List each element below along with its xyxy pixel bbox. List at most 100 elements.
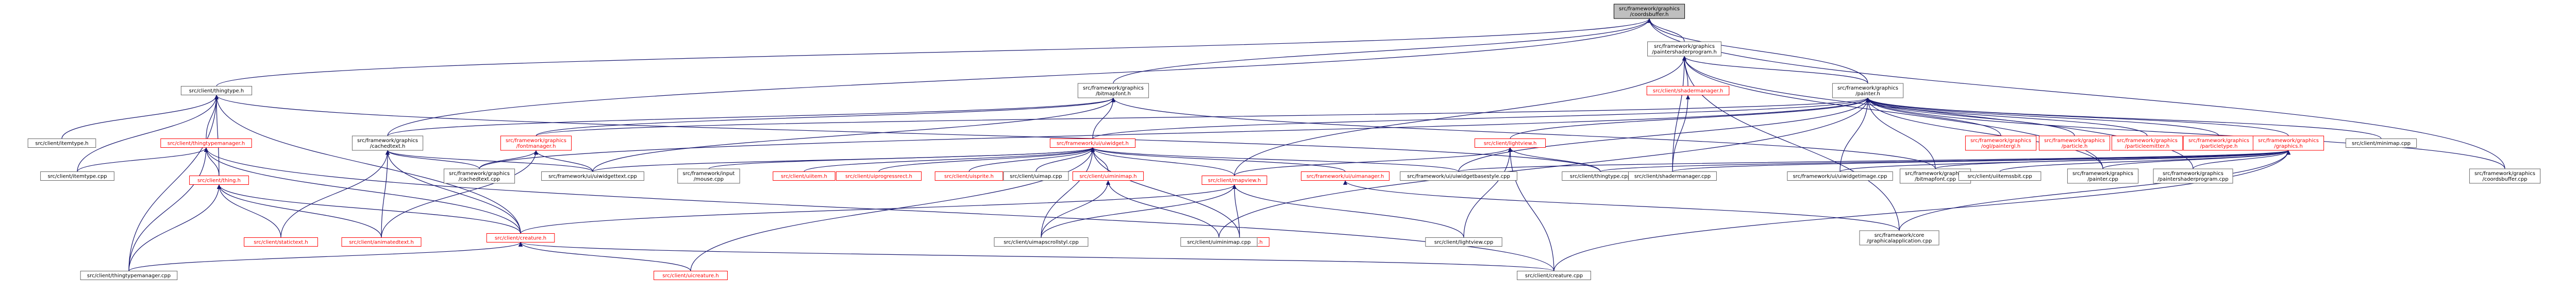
node-uiminimap-cpp[interactable]: src/client/uiminimap.cpp <box>1180 237 1258 247</box>
node-label: /coordsbuffer.cpp <box>2483 177 2528 182</box>
node-label: /particle.h <box>2062 144 2088 149</box>
node-label: src/framework/graphics <box>449 171 510 177</box>
node-box <box>1301 171 1390 181</box>
node-box <box>934 171 1003 181</box>
node-painterprog[interactable]: src/framework/graphics/paintershaderprog… <box>1647 41 1721 57</box>
edge-creature-h-to-mapview-h <box>520 184 1236 234</box>
node-uiminimap-h[interactable]: src/client/uiminimap.h <box>1072 171 1144 181</box>
edge-uiwidgetbasestyle-cpp-to-uiwidget-h <box>1091 147 1459 172</box>
node-thingtypemanager-cpp[interactable]: src/client/thingtypemanager.cpp <box>80 271 178 280</box>
node-uimapscrollstyl-cpp[interactable]: src/client/uimapscrollstyl.cpp <box>994 237 1089 247</box>
edge-animatedtext-h-to-cachedtext-h <box>381 150 390 238</box>
node-label: src/client/uicreature.h <box>662 273 718 279</box>
node-lightview-cpp[interactable]: src/client/lightview.cpp <box>1425 237 1502 247</box>
node-thingtype-h[interactable]: src/client/thingtype.h <box>180 86 253 95</box>
node-label: /particletype.h <box>2200 144 2238 149</box>
node-minimap-cpp[interactable]: src/client/minimap.cpp <box>2345 138 2417 148</box>
node-uiwidgettext-cpp[interactable]: src/framework/ui/uiwidgettext.cpp <box>541 171 644 181</box>
node-shadermanager-cpp[interactable]: src/client/shadermanager.cpp <box>1628 171 1717 181</box>
edge-paintershaderprogram-cpp-to-painterprog <box>1682 56 2194 169</box>
node-creature-h[interactable]: src/client/creature.h <box>486 233 555 242</box>
node-label: src/client/uimapscrollstyl.cpp <box>1003 240 1079 246</box>
node-label: src/client/itemtype.cpp <box>47 174 107 180</box>
node-cachedtext-cpp[interactable]: src/framework/graphics/cachedtext.cpp <box>443 168 515 184</box>
edge-graphicsapplication-cpp-to-uimanager-h <box>1343 180 1900 231</box>
node-box <box>835 171 922 181</box>
node-box <box>2111 135 2183 151</box>
node-uiwidget-h[interactable]: src/framework/ui/uiwidget.h <box>1049 138 1136 148</box>
node-paintershaderprogram-cpp[interactable]: src/framework/graphics/paintershaderprog… <box>2153 168 2233 184</box>
node-box <box>180 86 253 95</box>
node-label: /ogl/paintergl.h <box>1981 144 2020 149</box>
node-label: src/client/statictext.h <box>254 240 308 246</box>
node-box <box>1425 237 1502 247</box>
node-label: src/framework/graphics <box>2044 138 2105 144</box>
node-thing-h[interactable]: src/client/thing.h <box>189 176 249 185</box>
edge-itemtype-cpp-to-thingtypemanager-h <box>77 147 209 172</box>
node-label: src/client/mapview.h <box>1208 178 1261 184</box>
edge-thingtype-cpp-to-lightview-h <box>1508 147 1601 172</box>
node-mapview-h[interactable]: src/client/mapview.h <box>1201 176 1267 185</box>
node-lightview-h[interactable]: src/client/lightview.h <box>1474 138 1546 148</box>
node-uiprogressrect-h[interactable]: src/client/uiprogressrect.h <box>835 171 922 181</box>
edge-coordsbuffer-cpp-to-painter-h <box>1865 97 2505 169</box>
node-thingtype-cpp[interactable]: src/client/thingtype.cpp <box>1562 171 1639 181</box>
node-label: src/client/itemtype.h <box>35 141 88 147</box>
node-label: src/framework/ui/uimanager.h <box>1307 174 1384 180</box>
node-uicreature-h[interactable]: src/client/uicreature.h <box>654 271 728 280</box>
edge-uiwidgettext-cpp-to-cachedtext-h <box>385 150 593 172</box>
node-itemtype-cpp[interactable]: src/client/itemtype.cpp <box>40 171 114 181</box>
edge-thingtype-cpp-to-thingtype-h <box>214 95 1601 172</box>
node-box <box>541 171 644 181</box>
node-paintergl-h[interactable]: src/framework/graphics/ogl/paintergl.h <box>1965 135 2037 151</box>
node-fontmanager-h[interactable]: src/framework/graphics/fontmanager.h <box>500 135 572 151</box>
node-graphicsapplication-cpp[interactable]: src/framework/core/graphicalapplication.… <box>1859 230 1939 246</box>
node-coordsbuffer-cpp[interactable]: src/framework/graphics/coordsbuffer.cpp <box>2469 168 2541 184</box>
node-statictext-h[interactable]: src/client/statictext.h <box>244 237 318 247</box>
edge-thingtype-cpp-to-graphics-h <box>1600 150 2290 172</box>
node-animatedtext-h[interactable]: src/client/animatedtext.h <box>341 237 422 247</box>
node-uiwidgetbasestyle-cpp[interactable]: src/framework/ui/uiwidgetbasestyle.cpp <box>1400 171 1517 181</box>
node-uiitem-h[interactable]: src/client/uiitem.h <box>773 171 835 181</box>
node-painter-cpp[interactable]: src/framework/graphics/painter.cpp <box>2067 168 2139 184</box>
node-particleemitter-h[interactable]: src/framework/graphics/particleemitter.h <box>2111 135 2183 151</box>
node-graphics-h[interactable]: src/framework/graphics/graphics.h <box>2252 135 2324 151</box>
node-box <box>27 138 96 148</box>
node-box <box>341 237 422 247</box>
edge-thingtypemanager-cpp-to-creature-h <box>128 241 523 272</box>
node-box <box>1832 83 1904 98</box>
node-label: /graphics.h <box>2274 144 2303 149</box>
node-box <box>80 271 178 280</box>
node-uimanager-h[interactable]: src/framework/ui/uimanager.h <box>1301 171 1390 181</box>
edge-uimap-h-to-uiwidget-h <box>1090 147 1240 238</box>
node-box <box>1958 171 2042 181</box>
node-label: src/client/uimap.cpp <box>1010 174 1062 180</box>
edge-painter-h-to-painterprog <box>1682 56 1868 84</box>
node-uiitemssbit-cpp[interactable]: src/client/uiitemssbit.cpp <box>1958 171 2042 181</box>
edge-graphicsapplication-cpp-to-graphics-h <box>1899 150 2291 231</box>
node-itemtype-h[interactable]: src/client/itemtype.h <box>27 138 96 148</box>
node-shadermanager-h[interactable]: src/client/shadermanager.h <box>1646 86 1730 95</box>
edge-painterprog-to-root <box>1647 18 1685 42</box>
node-cachedtext-h[interactable]: src/framework/graphics/cachedtext.h <box>352 135 424 151</box>
node-uimapcpp[interactable]: src/client/uimap.cpp <box>1003 171 1069 181</box>
node-box <box>677 168 740 184</box>
edge-animatedtext-h-to-thing-h <box>216 184 382 238</box>
node-uiwidgetimage-cpp[interactable]: src/framework/ui/uiwidgetimage.cpp <box>1787 171 1893 181</box>
node-label: /cachedtext.h <box>370 144 406 149</box>
edge-uiwidgettext-cpp-to-fontmanager-h <box>533 150 593 172</box>
node-root[interactable]: src/framework/graphics/coordsbuffer.h <box>1613 4 1685 19</box>
node-creature-cpp[interactable]: src/client/creature.cpp <box>1517 271 1591 280</box>
node-painter-h[interactable]: src/framework/graphics/painter.h <box>1832 83 1904 98</box>
node-label: /paintershaderprogram.h <box>1652 49 1717 55</box>
node-particletype-h[interactable]: src/framework/graphics/particletype.h <box>2183 135 2255 151</box>
node-mouse-cpp[interactable]: src/framework/input/mouse.cpp <box>677 168 740 184</box>
node-label: src/framework/graphics <box>2072 171 2133 177</box>
edge-uiwidget-h-to-painter-h <box>1092 97 1870 139</box>
node-bitmapfont-h[interactable]: src/framework/graphics/bitmapfont.h <box>1077 83 1149 98</box>
edge-statictext-h-to-cachedtext-h <box>280 150 390 238</box>
node-uisprite-h[interactable]: src/client/uisprite.h <box>934 171 1003 181</box>
node-box <box>773 171 835 181</box>
node-particle-h[interactable]: src/framework/graphics/particle.h <box>2038 135 2111 151</box>
node-thingtypemanager-h[interactable]: src/client/thingtypemanager.h <box>160 138 252 148</box>
